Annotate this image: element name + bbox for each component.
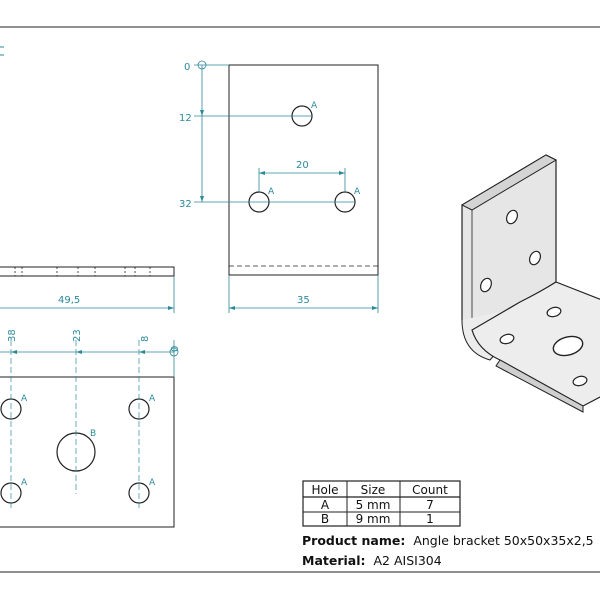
dim-label-8: 8 bbox=[140, 336, 151, 342]
dim-label-38: 38 bbox=[7, 329, 18, 342]
iso-hole-1 bbox=[505, 209, 519, 225]
iso-hole-2 bbox=[528, 250, 542, 266]
iso-hole-5 bbox=[499, 333, 515, 345]
front-view: 38 23 8 0 A A A A B bbox=[0, 329, 181, 528]
drawing-frame bbox=[0, 26, 600, 573]
product-name-line: Product name: Angle bracket 50x50x35x2,5 bbox=[302, 533, 594, 548]
hole-label-a-tr: A bbox=[149, 394, 156, 404]
material-label: Material: bbox=[302, 553, 366, 568]
table-cell-size-b: 9 mm bbox=[356, 512, 391, 526]
dim-label-0: 0 bbox=[184, 62, 190, 73]
side-view-outline bbox=[0, 266, 175, 277]
hole-label-a-right: A bbox=[354, 187, 361, 197]
table-cell-hole-a: A bbox=[321, 498, 330, 512]
product-name-value: Angle bracket 50x50x35x2,5 bbox=[413, 533, 593, 548]
hole-label-a-bl: A bbox=[21, 478, 28, 488]
dim-origin-marker-front bbox=[169, 347, 179, 357]
table-cell-size-a: 5 mm bbox=[356, 498, 391, 512]
front-view-outline bbox=[0, 376, 175, 528]
iso-hole-b bbox=[552, 335, 584, 357]
dim-label-35: 35 bbox=[297, 295, 310, 306]
top-view: 0 12 32 20 35 A A A bbox=[179, 60, 379, 313]
iso-hole-3 bbox=[479, 277, 493, 293]
top-view-outline bbox=[228, 64, 379, 276]
dim-label-20: 20 bbox=[296, 160, 309, 171]
hole-label-a-upper: A bbox=[311, 101, 318, 111]
table-cell-count-b: 1 bbox=[426, 512, 434, 526]
table-header-size: Size bbox=[361, 483, 386, 497]
dim-label-49-5: 49,5 bbox=[58, 295, 80, 306]
hole-label-a-br: A bbox=[149, 478, 156, 488]
isometric-bracket bbox=[460, 154, 600, 413]
table-cell-hole-b: B bbox=[321, 512, 329, 526]
iso-hole-4 bbox=[546, 306, 562, 318]
material-value: A2 AISI304 bbox=[373, 553, 441, 568]
side-view: 49,5 bbox=[0, 266, 175, 313]
iso-hole-6 bbox=[572, 375, 588, 387]
dim-label-32: 32 bbox=[179, 199, 192, 210]
holes-table: Hole Size Count A 5 mm 7 B 9 mm 1 bbox=[302, 480, 461, 527]
table-header-count: Count bbox=[412, 483, 448, 497]
product-name-label: Product name: bbox=[302, 533, 405, 548]
dim-label-12: 12 bbox=[179, 113, 192, 124]
hole-label-a-left: A bbox=[268, 187, 275, 197]
dim-label-front-0: 0 bbox=[170, 346, 181, 352]
hole-label-b: B bbox=[90, 429, 96, 439]
material-line: Material: A2 AISI304 bbox=[302, 553, 442, 568]
corner-mark bbox=[0, 46, 4, 56]
table-header-hole: Hole bbox=[311, 483, 338, 497]
dim-label-23: 23 bbox=[72, 329, 83, 342]
hole-label-a-tl: A bbox=[21, 394, 28, 404]
table-cell-count-a: 7 bbox=[426, 498, 434, 512]
bracket-horizontal-plate bbox=[471, 281, 600, 407]
